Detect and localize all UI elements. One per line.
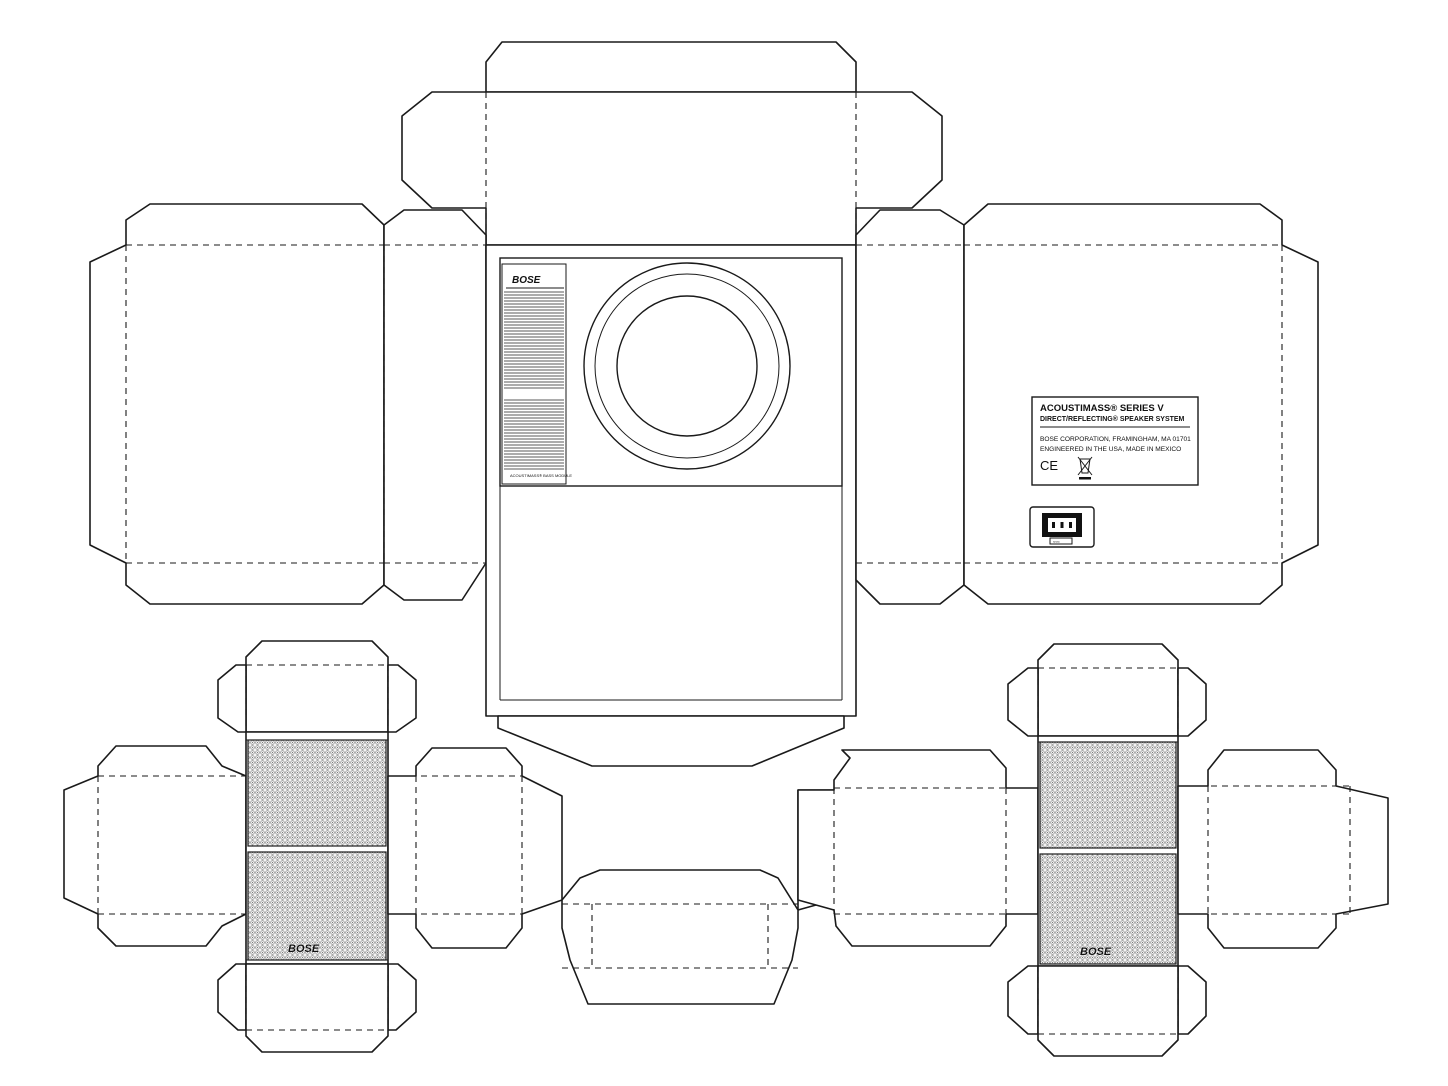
subwoofer-right-side [855, 209, 965, 605]
left-cube-upper-grille [247, 739, 387, 847]
front-brand-logo: BOSE [512, 275, 541, 286]
ce-mark-icon: CE [1040, 458, 1058, 473]
left-cube-net: BOSE [63, 640, 563, 1053]
left-cube-top-tab [245, 640, 389, 733]
left-cube-left-face [63, 745, 247, 947]
subwoofer-top-face [401, 91, 943, 246]
right-cube-top-tab [1037, 643, 1179, 737]
left-cube-lower-grille [247, 851, 387, 961]
center-connector-net [561, 789, 835, 1005]
rear-label-subtitle: DIRECT/REFLECTING® SPEAKER SYSTEM [1040, 415, 1185, 423]
right-cube-brand-logo: BOSE [1080, 946, 1112, 958]
front-tiny-caption: ACOUSTIMASS® BASS MODULE [510, 473, 572, 478]
rear-label-title: ACOUSTIMASS® SERIES V [1040, 403, 1164, 414]
subwoofer-left-side [383, 209, 487, 601]
subwoofer-top-tab [485, 41, 857, 93]
subwoofer-bottom-tab [497, 715, 845, 767]
rear-spec-label: ACOUSTIMASS® SERIES V DIRECT/REFLECTING®… [1031, 396, 1199, 486]
right-cube-lower-grille [1039, 853, 1177, 965]
left-cube-bottom-tab [245, 963, 389, 1053]
subwoofer-left-face [89, 203, 385, 605]
weee-bin-icon [1077, 456, 1093, 480]
right-cube-net: BOSE [797, 643, 1389, 1057]
woofer-cone-icon [616, 295, 758, 437]
front-grille-strip [501, 263, 567, 485]
left-cube-brand-logo: BOSE [288, 943, 320, 955]
subwoofer-front-panel: BOSE ACOUSTIMASS® BASS MODULE [499, 257, 843, 701]
left-cube-right-face [387, 747, 563, 949]
subwoofer-net: BOSE ACOUSTIMASS® BASS MODULE ACOUSTIMAS… [89, 41, 1319, 767]
rear-label-line1: BOSE CORPORATION, FRAMINGHAM, MA 01701 [1040, 436, 1191, 443]
right-cube-bottom-tab [1037, 965, 1179, 1057]
right-cube-upper-grille [1039, 741, 1177, 849]
power-inlet: ≈≈≈ [1029, 506, 1095, 548]
power-inlet-caption: ≈≈≈ [1053, 539, 1060, 544]
center-connector [561, 789, 835, 1005]
right-cube-right-face [1177, 749, 1389, 949]
rear-label-line2: ENGINEERED IN THE USA, MADE IN MEXICO [1040, 446, 1181, 453]
